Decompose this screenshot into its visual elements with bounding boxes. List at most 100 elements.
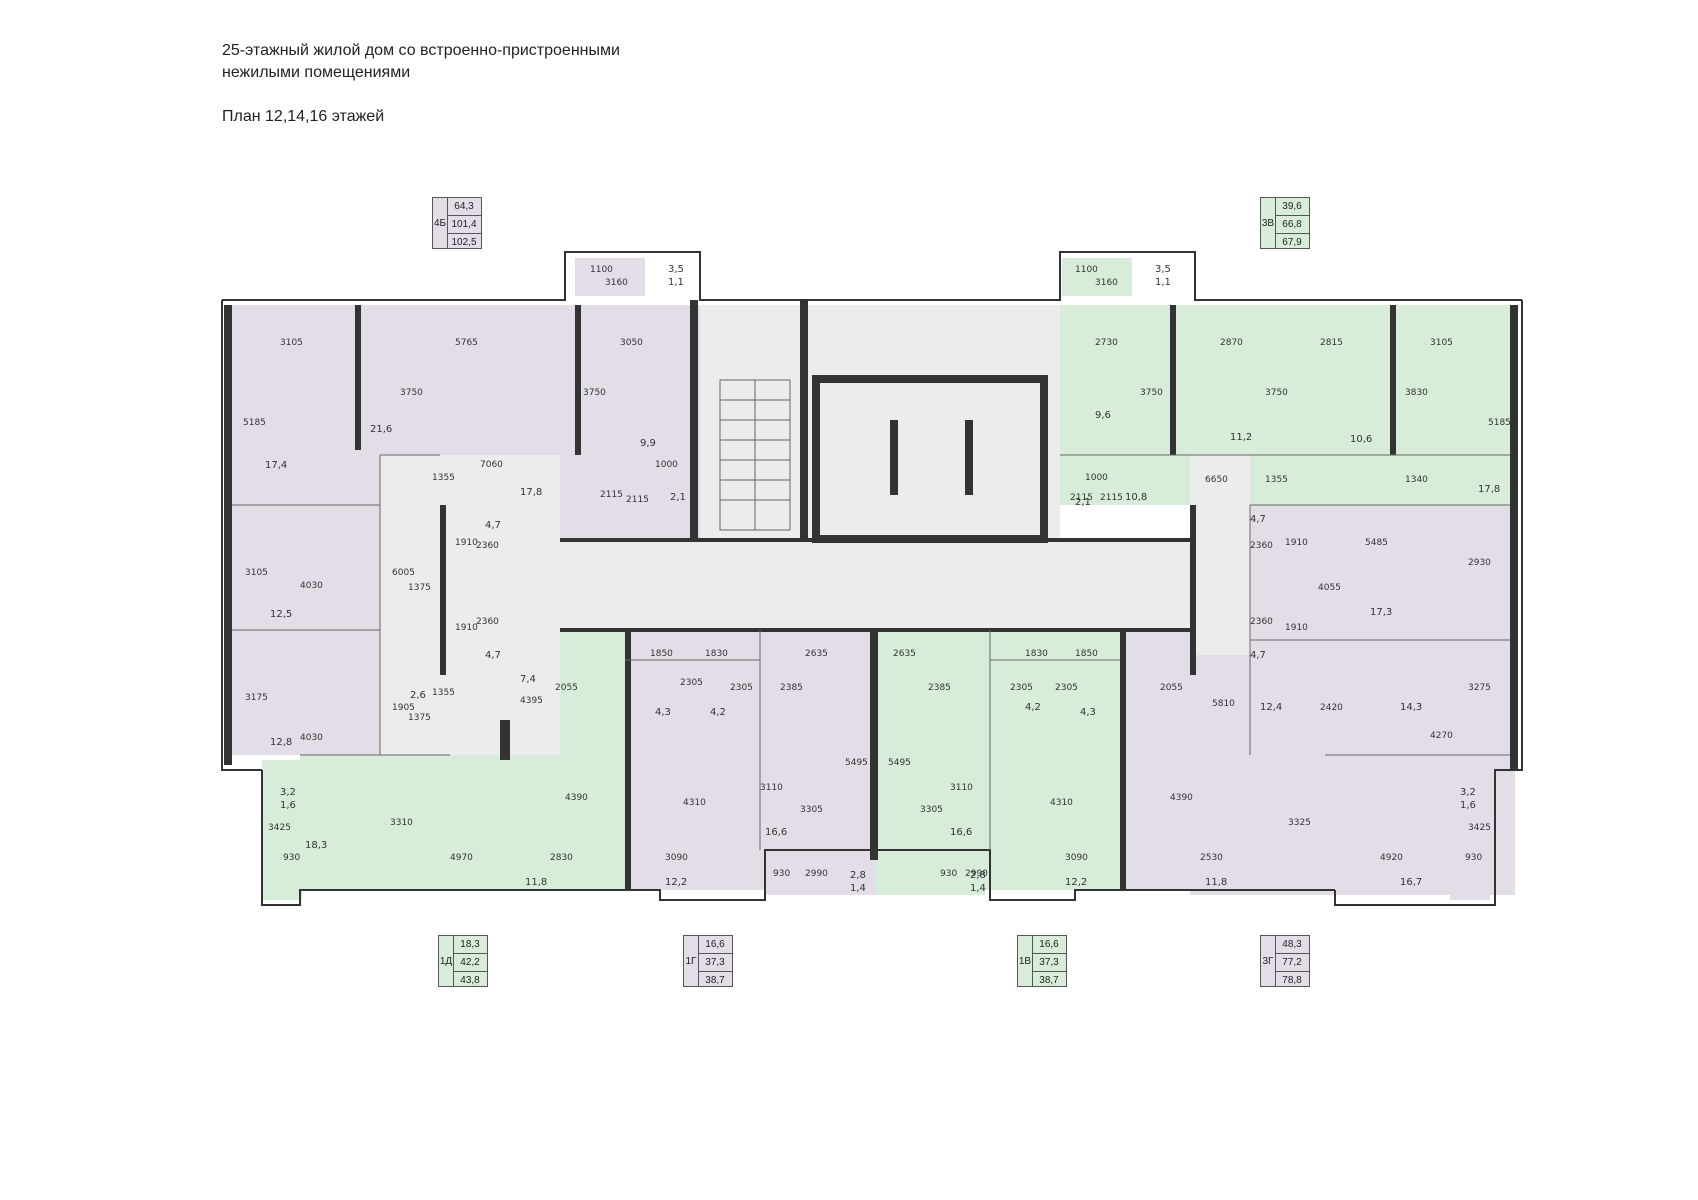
- title-line-1: 25-этажный жилой дом со встроенно-пристр…: [222, 42, 620, 59]
- dimension: 5185: [243, 418, 266, 428]
- partition-1: [355, 305, 361, 450]
- apartment-legend-3v: 3В 39,6 66,8 67,9: [1260, 197, 1310, 249]
- common-corridor: [560, 540, 1190, 630]
- interior-lines: [232, 379, 1510, 850]
- dimension: 930: [283, 853, 300, 863]
- legend-code: 4Б: [433, 198, 448, 248]
- room-area: 9,9: [640, 438, 656, 449]
- room-area: 16,6: [950, 827, 972, 838]
- room-area: 7,4: [520, 674, 536, 685]
- legend-living-area: 64,3: [447, 198, 481, 216]
- dimension: 3105: [280, 338, 303, 348]
- room-area: 16,6: [765, 827, 787, 838]
- room-area-labels: 17,4 21,6 9,9 17,8 12,5 12,8 2,6 4,7 4,7…: [265, 264, 1500, 894]
- dimension: 4030: [300, 581, 323, 591]
- corridor-wall-south: [560, 628, 1190, 632]
- dimension: 3105: [1430, 338, 1453, 348]
- room-area: 11,8: [525, 877, 547, 888]
- dimension: 2420: [1320, 703, 1343, 713]
- room-area: 12,2: [1065, 877, 1087, 888]
- dimension: 3275: [1468, 683, 1491, 693]
- outer-wall-south: [261, 770, 1335, 906]
- dimension: 3325: [1288, 818, 1311, 828]
- dimension: 4030: [300, 733, 323, 743]
- legend-total-area-with-balcony: 38,7: [705, 975, 725, 986]
- dimension: 2360: [476, 541, 499, 551]
- room-area: 3,2: [1460, 787, 1476, 798]
- room-area: 4,3: [1080, 707, 1096, 718]
- balcony-bottom-right: [1450, 760, 1490, 900]
- dimension: 1340: [1405, 475, 1428, 485]
- dimension: 2360: [1250, 617, 1273, 627]
- dimension: 3305: [800, 805, 823, 815]
- dimension: 1910: [455, 623, 478, 633]
- dimension: 1000: [655, 460, 678, 470]
- stair-wall-west: [690, 300, 698, 540]
- legend-total-area: 37,3: [698, 954, 732, 972]
- room-area: 4,2: [1025, 702, 1041, 713]
- dimension: 1355: [432, 688, 455, 698]
- dimension: 6005: [392, 568, 415, 578]
- east-corridor: [1190, 455, 1250, 655]
- dimension: 2815: [1320, 338, 1343, 348]
- thick-walls: [224, 300, 1518, 890]
- dimension: 2870: [1220, 338, 1243, 348]
- dimension: 2115: [1070, 493, 1093, 503]
- apartment-zone-3v: [1060, 305, 1515, 505]
- dimension: 1910: [1285, 538, 1308, 548]
- dimension: 4395: [520, 696, 543, 706]
- dimension: 4310: [1050, 798, 1073, 808]
- dimension: 1100: [590, 265, 613, 275]
- legend-code: 1Г: [684, 936, 699, 986]
- room-area: 1,4: [970, 883, 986, 894]
- room-area: 11,8: [1205, 877, 1227, 888]
- east-wall: [1510, 305, 1518, 770]
- room-area: 2,6: [410, 690, 426, 701]
- dimension: 1830: [1025, 649, 1048, 659]
- balcony-bottom-mid-right: [875, 850, 985, 895]
- dimension: 3105: [245, 568, 268, 578]
- dimension: 4970: [450, 853, 473, 863]
- dimension: 3175: [245, 693, 268, 703]
- dimension: 1000: [1085, 473, 1108, 483]
- dimension: 4920: [1380, 853, 1403, 863]
- legend-total-area: 77,2: [1275, 954, 1309, 972]
- dimension: 3160: [1095, 278, 1118, 288]
- room-area: 4,7: [485, 650, 501, 661]
- dimension: 3425: [268, 823, 291, 833]
- balcony-top-left: [575, 258, 645, 296]
- dimension-labels: 3105 5765 3050 3750 3750 5185 7060 1355 …: [243, 265, 1511, 879]
- room-area: 3,2: [280, 787, 296, 798]
- balcony-bottom-left: [262, 760, 302, 900]
- dimension: 4270: [1430, 731, 1453, 741]
- partition-2: [575, 305, 581, 455]
- dimension: 1850: [650, 649, 673, 659]
- dimension: 3310: [390, 818, 413, 828]
- room-area: 17,4: [265, 460, 287, 471]
- room-area: 4,2: [710, 707, 726, 718]
- room-area: 1,6: [280, 800, 296, 811]
- room-area: 1,4: [850, 883, 866, 894]
- room-area: 17,8: [520, 487, 542, 498]
- dimension: 3110: [760, 783, 783, 793]
- room-area: 2,1: [670, 492, 686, 503]
- legend-total-area: 66,8: [1275, 216, 1309, 234]
- dimension: 1910: [455, 538, 478, 548]
- legend-total-area-with-balcony: 78,8: [1282, 975, 1302, 986]
- room-area: 16,7: [1400, 877, 1422, 888]
- balcony-top-right: [1062, 258, 1132, 296]
- shaft-wall-right: [965, 420, 973, 495]
- legend-total-area: 42,2: [453, 954, 487, 972]
- legend-total-area-with-balcony: 38,7: [1039, 975, 1059, 986]
- room-area: 4,7: [1250, 650, 1266, 661]
- dimension: 3090: [1065, 853, 1088, 863]
- dimension: 2305: [680, 678, 703, 688]
- dimension: 7060: [480, 460, 503, 470]
- partition-4: [1390, 305, 1396, 455]
- apartment-legend-3g: 3Г 48,3 77,2 78,8: [1260, 935, 1310, 987]
- room-area: 21,6: [370, 424, 392, 435]
- dimension: 2115: [1100, 493, 1123, 503]
- dimension: 3830: [1405, 388, 1428, 398]
- room-area: 1,1: [668, 277, 684, 288]
